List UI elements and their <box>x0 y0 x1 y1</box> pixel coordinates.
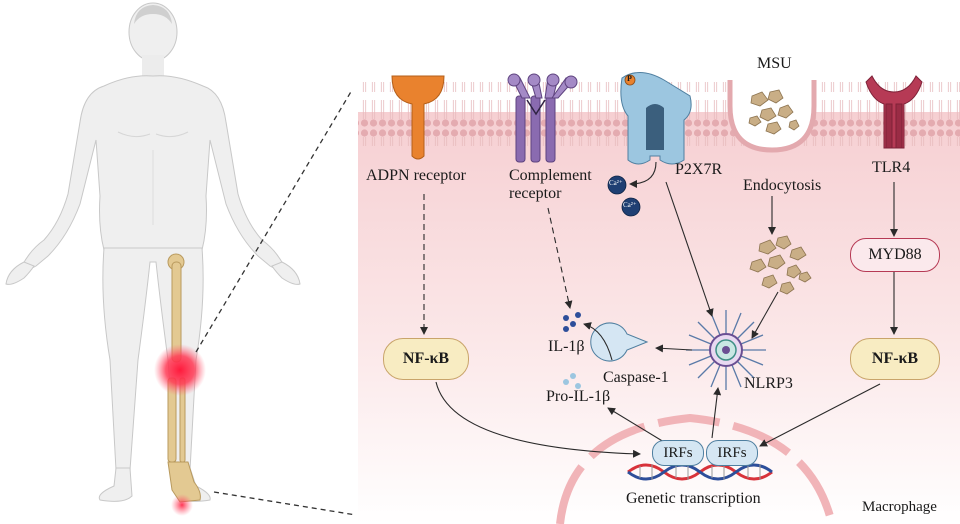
adpn-receptor-label: ADPN receptor <box>366 167 466 184</box>
macrophage-label: Macrophage <box>862 499 937 515</box>
complement-receptor-label-line2: receptor <box>509 185 562 202</box>
calcium-ions <box>607 161 657 217</box>
tlr4-shape <box>865 75 923 149</box>
complement-receptor-shape <box>507 73 578 163</box>
nucleus-envelope <box>556 413 836 524</box>
adpn-receptor-shape <box>391 75 445 160</box>
zoom-line-bottom <box>213 491 357 516</box>
irfs-box-1: IRFs <box>652 440 704 466</box>
irfs-box-2: IRFs <box>706 440 758 466</box>
caspase1-label: Caspase-1 <box>603 369 669 386</box>
caspase1-shape <box>590 322 649 362</box>
calcium-label-2: Ca²⁺ <box>623 201 637 209</box>
nfkb-right-box: NF-κB <box>850 338 940 380</box>
p2x7r-label: P2X7R <box>675 161 723 178</box>
phosphate-label: P <box>627 74 632 83</box>
nfkb-left-box: NF-κB <box>383 338 469 380</box>
endocytosis-label: Endocytosis <box>743 177 822 194</box>
dna-helix <box>627 463 773 481</box>
knee-inflammation <box>154 344 206 396</box>
p2x7r-shape <box>620 72 692 165</box>
genetic-transcription-label: Genetic transcription <box>626 490 761 507</box>
human-body <box>5 2 301 502</box>
tlr4-label: TLR4 <box>872 159 911 176</box>
myd88-box: MYD88 <box>850 238 940 272</box>
nlrp3-shape <box>686 310 766 390</box>
zoom-line-top <box>195 89 353 353</box>
il1b-dots <box>563 312 581 332</box>
msu-label: MSU <box>757 55 792 72</box>
nlrp3-label: NLRP3 <box>744 375 793 392</box>
toe-inflammation <box>171 494 193 516</box>
msu-pocket <box>727 80 817 153</box>
pro-il1b-label: Pro-IL-1β <box>546 388 611 405</box>
internal-msu-crystals <box>749 235 812 295</box>
calcium-label-1: Ca²⁺ <box>609 179 623 187</box>
complement-receptor-label-line1: Complement <box>509 167 592 184</box>
pro-il1b-dots <box>563 373 581 389</box>
il1b-label: IL-1β <box>548 338 585 355</box>
pathway-arrows <box>420 181 898 458</box>
